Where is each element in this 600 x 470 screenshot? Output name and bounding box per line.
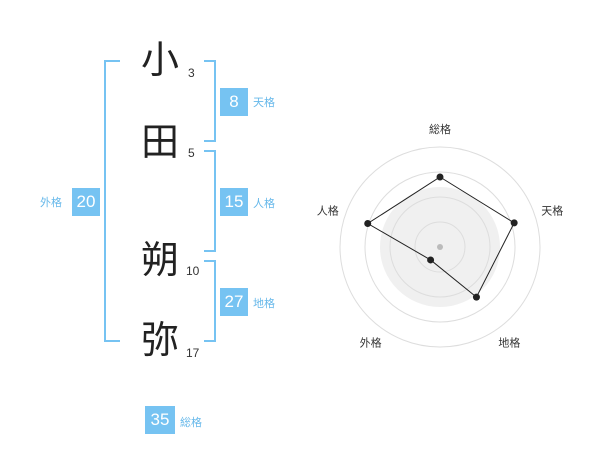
tenkaku-label: 天格 — [253, 96, 275, 109]
radar-grid-ring — [364, 171, 516, 323]
radar-grid-ring — [414, 221, 466, 273]
radar-grid-ring — [339, 146, 541, 348]
chikaku-label: 地格 — [253, 297, 275, 310]
tenkaku-badge: 8 — [220, 88, 248, 116]
radar-axis-label-1: 総格 — [429, 122, 451, 136]
stroke-count-1: 3 — [188, 66, 195, 80]
gaikaku-label: 外格 — [40, 196, 62, 209]
radar-grid-ring — [389, 196, 491, 298]
radar-point-4 — [427, 256, 435, 264]
name-char-4: 弥 — [140, 318, 179, 362]
jinkaku-badge: 15 — [220, 188, 248, 216]
jinkaku-label: 人格 — [253, 197, 275, 210]
stroke-count-2: 5 — [188, 146, 195, 160]
radar-axis-label-3: 地格 — [498, 335, 520, 349]
stroke-count-4: 17 — [186, 346, 200, 360]
jinkaku-bracket — [204, 150, 216, 252]
gaikaku-bracket — [104, 60, 120, 342]
radar-point-2 — [510, 219, 518, 227]
name-char-1: 小 — [140, 38, 179, 82]
stroke-count-3: 10 — [186, 264, 200, 278]
chikaku-bracket — [204, 260, 216, 342]
tenkaku-bracket — [204, 60, 216, 142]
radar-axis-label-5: 人格 — [317, 204, 339, 218]
radar-point-5 — [364, 220, 372, 228]
soukaku-label: 総格 — [180, 416, 202, 429]
radar-point-1 — [436, 173, 444, 181]
chikaku-badge: 27 — [220, 288, 248, 316]
name-char-3: 朔 — [140, 238, 179, 282]
radar-axis-label-4: 外格 — [360, 335, 382, 349]
radar-point-3 — [472, 293, 480, 301]
soukaku-badge: 35 — [145, 406, 175, 434]
radar-series-polygon — [366, 176, 515, 298]
gaikaku-badge: 20 — [72, 188, 100, 216]
radar-center-dot — [437, 244, 443, 250]
name-char-2: 田 — [140, 120, 179, 164]
radar-axis-label-2: 天格 — [541, 204, 563, 218]
